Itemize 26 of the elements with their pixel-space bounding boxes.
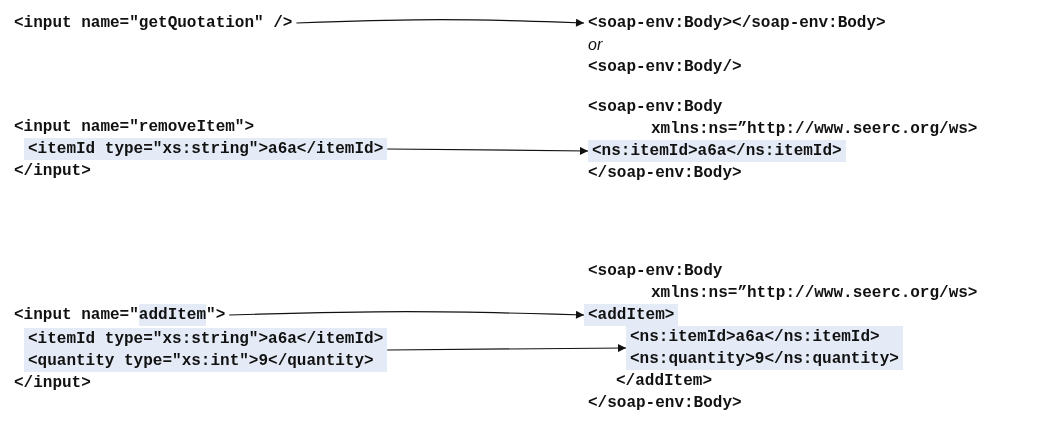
label: or [588,35,603,55]
code-line: <ns:quantity>9</ns:quantity> [630,349,899,370]
code-line: </input> [14,161,91,182]
code-line: <soap-env:Body [588,97,723,118]
arrow [228,310,585,319]
code-line: </soap-env:Body> [588,163,742,184]
code-line: <itemId type="xs:string">a6a</itemId> [28,329,384,350]
code-line: <soap-env:Body/> [588,57,742,78]
highlighted-code: <addItem> [584,304,679,326]
code-line: <soap-env:Body [588,261,723,282]
highlighted-code: <ns:itemId>a6a</ns:itemId> [588,140,846,162]
code-line: </input> [14,373,91,394]
arrow [386,344,627,353]
highlighted-code: <itemId type="xs:string">a6a</itemId> [24,138,388,160]
code-line: <input name="getQuotation" /> [10,12,297,34]
code-line: <ns:itemId>a6a</ns:itemId> [630,327,881,348]
arrow [295,18,585,27]
code-line: </soap-env:Body> [588,393,742,414]
code-line: xmlns:ns=”http://www.seerc.org/ws> [651,119,978,140]
code-line: <input name="addItem"> [10,304,230,326]
code-line: xmlns:ns=”http://www.seerc.org/ws> [651,283,978,304]
code-line: <input name="removeItem"> [14,117,255,138]
arrow [386,146,589,155]
code-line: </addItem> [616,371,712,392]
code-line: <quantity type="xs:int">9</quantity> [28,351,375,372]
code-line: <soap-env:Body></soap-env:Body> [584,12,890,34]
